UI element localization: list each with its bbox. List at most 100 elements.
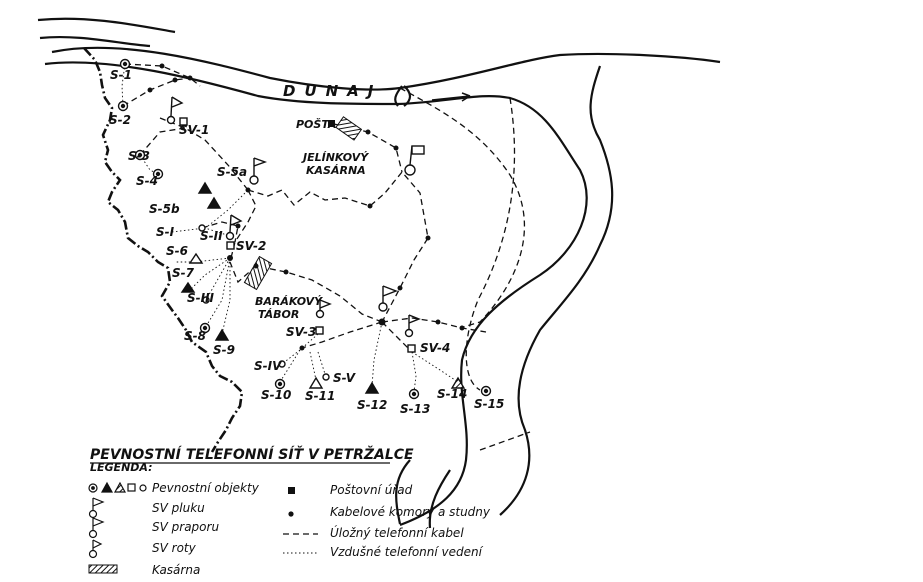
label-si: S-I xyxy=(156,225,175,239)
bunker-s8 xyxy=(199,322,211,334)
cable-sv1-branch xyxy=(159,117,249,191)
cable-sv1-west xyxy=(139,127,186,156)
bunker-s13 xyxy=(408,388,420,400)
label-s10: S-10 xyxy=(261,388,291,402)
air-sv2-s6 xyxy=(176,257,231,263)
danube-east-bank xyxy=(499,65,614,516)
label-s4: S-4 xyxy=(136,174,158,188)
post-office-square xyxy=(328,120,335,127)
bunker-s1-small xyxy=(198,224,206,232)
legend-symbols-objects xyxy=(88,481,147,493)
label-s6: S-6 xyxy=(166,244,188,258)
bunker-s14 xyxy=(450,376,466,389)
command-posts xyxy=(166,96,425,353)
label-siv: S-IV xyxy=(254,359,283,373)
legend-heading: LEGENDA: xyxy=(90,461,153,474)
legend-sv-roty: SV roty xyxy=(152,541,197,555)
cable-chamber xyxy=(425,235,431,241)
bunker-s6 xyxy=(188,252,204,264)
label-s1: S-1 xyxy=(110,68,132,82)
cable-chamber xyxy=(253,263,259,269)
label-s3: S-3 xyxy=(128,149,150,163)
air-sii xyxy=(207,189,249,227)
bunker-s1 xyxy=(119,58,131,70)
label-s5a: S-5a xyxy=(217,165,247,179)
cable-chamber xyxy=(187,75,193,81)
sv3-box xyxy=(315,326,324,335)
label-s8: S-8 xyxy=(184,329,206,343)
label-s9: S-9 xyxy=(213,343,235,357)
cable-chamber xyxy=(397,285,403,291)
cable-chamber xyxy=(283,269,289,275)
cable-chambers xyxy=(147,63,465,351)
air-sv3-s11 xyxy=(309,351,317,381)
sv-roty-flag-3 xyxy=(404,314,421,338)
danube-upper-channel xyxy=(37,17,176,48)
danube-river xyxy=(37,17,721,529)
label-sv1: SV-1 xyxy=(179,123,209,137)
cable-sv3-west xyxy=(301,321,383,349)
sv-praporu-flag-1 xyxy=(166,96,184,125)
danube-north-bank xyxy=(51,46,721,91)
cable-north-east xyxy=(399,87,526,329)
cable-chamber xyxy=(299,345,305,351)
air-s12 xyxy=(371,321,383,387)
node-labels: S-1 S-2 S-3 S-4 S-5a S-5b SV-1 S-I S-II … xyxy=(109,68,504,416)
air-sv2-s9 xyxy=(221,258,231,335)
cable-chamber xyxy=(435,319,441,325)
cable-chamber xyxy=(365,129,371,135)
sv1-box xyxy=(179,117,188,126)
bunker-s10 xyxy=(274,378,286,390)
label-s15: S-15 xyxy=(474,397,504,411)
bunker-s4 xyxy=(152,168,164,180)
legend-sv-praporu: SV praporu xyxy=(152,520,219,534)
cable-east-bank xyxy=(465,97,516,391)
danube-label: DUNAJ xyxy=(283,82,382,100)
air-s14 xyxy=(411,351,459,383)
danube-south-bank xyxy=(44,61,588,527)
barakovy-label-2: TÁBOR xyxy=(258,308,299,321)
legend-postovni-urad: Poštovní úřad xyxy=(330,483,413,497)
cable-s1-main xyxy=(124,63,201,87)
buried-cable-network xyxy=(122,63,531,451)
legend: Pevnostní objekty SV pluku SV praporu SV… xyxy=(88,481,491,577)
cable-sv4-south xyxy=(381,321,413,353)
legend-post-icon xyxy=(288,487,295,494)
bunker-s7 xyxy=(180,281,196,293)
legend-sv-praporu-icon xyxy=(88,517,105,539)
cable-s6-s7 xyxy=(201,221,239,243)
legend-sv-pluku: SV pluku xyxy=(152,501,205,515)
bunker-s2 xyxy=(117,100,129,112)
label-sv4: SV-4 xyxy=(420,341,450,355)
air-sv2-s8 xyxy=(204,257,231,329)
air-sv2-siii xyxy=(205,257,231,301)
cable-chamber xyxy=(367,203,373,209)
cable-chamber xyxy=(235,223,241,229)
label-siii: S-III xyxy=(187,291,215,305)
bunker-sv xyxy=(322,373,330,381)
cable-chamber xyxy=(147,87,153,93)
bunker-s3 xyxy=(134,149,146,161)
posta-label: POŠTA xyxy=(296,117,337,131)
cable-junction xyxy=(378,318,386,326)
cable-south-spine xyxy=(229,189,383,323)
legend-kabelove: Kabelové komory a studny xyxy=(330,505,491,519)
legend-sv-pluku-icon xyxy=(88,497,105,519)
bunker-s5a xyxy=(197,181,213,194)
legend-kasarna: Kasárna xyxy=(152,563,200,577)
label-s13: S-13 xyxy=(400,402,430,416)
legend-kasarna-swatch xyxy=(88,564,118,574)
cable-posta-route xyxy=(333,123,403,173)
label-sv3: SV-3 xyxy=(286,325,316,339)
cable-chamber xyxy=(393,145,399,151)
bunker-s5b xyxy=(206,196,222,209)
cable-chamber xyxy=(245,187,251,193)
sv-roty-flag-1 xyxy=(315,299,332,319)
label-sv: S-V xyxy=(333,371,357,385)
fortification-objects xyxy=(117,58,492,400)
state-border xyxy=(83,47,244,453)
cable-center-east xyxy=(247,170,429,323)
air-s13 xyxy=(411,351,417,393)
label-s2: S-2 xyxy=(109,113,131,127)
